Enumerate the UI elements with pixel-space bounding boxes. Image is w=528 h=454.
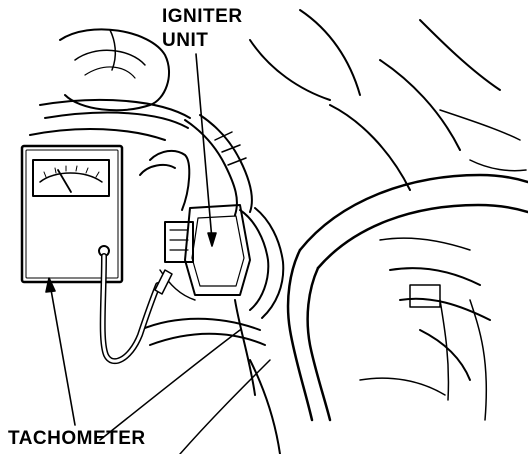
tachometer-meter xyxy=(20,144,124,284)
igniter-arrowhead-icon xyxy=(207,232,217,247)
tachometer-leader-line xyxy=(49,283,76,426)
tachometer-arrowhead-icon xyxy=(45,277,56,293)
leader-lines xyxy=(45,53,217,426)
igniter-leader-line xyxy=(195,53,213,241)
gauge-needle-icon xyxy=(57,169,72,193)
engine-bay-background xyxy=(29,9,528,454)
tachometer-label: TACHOMETER xyxy=(8,428,146,449)
igniter-unit xyxy=(139,114,285,319)
test-lead-cable xyxy=(99,253,173,364)
igniter-unit-label: IGNITER xyxy=(162,6,243,27)
igniter-unit-label-line2: UNIT xyxy=(162,30,209,51)
